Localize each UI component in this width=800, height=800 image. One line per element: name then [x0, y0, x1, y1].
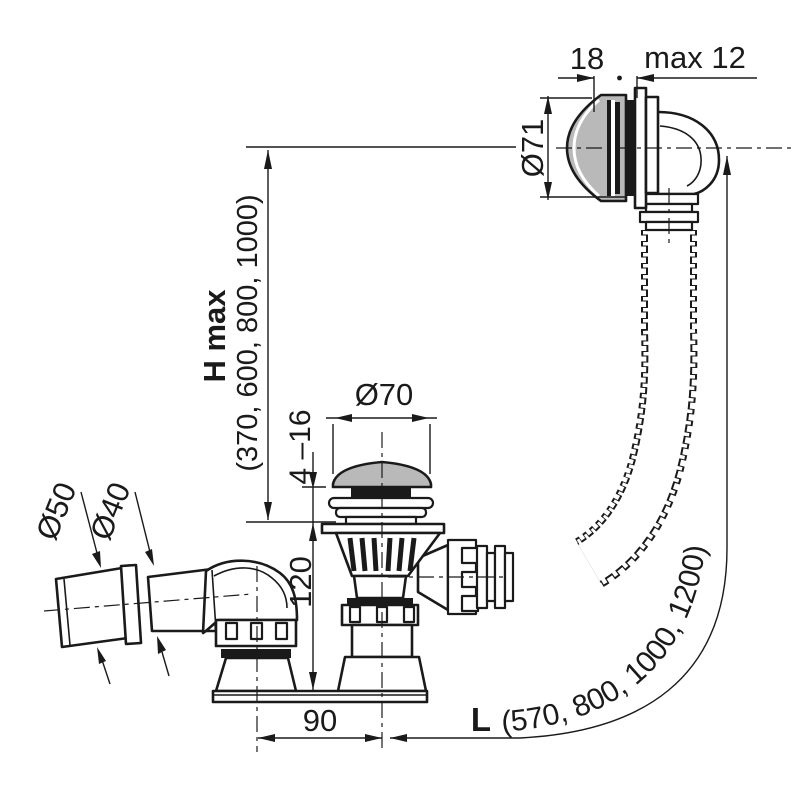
dim-d71-label: Ø71: [515, 119, 550, 178]
dimension-d70: Ø70: [326, 377, 437, 474]
dim-max12-label: max 12: [644, 40, 746, 75]
dim-d40-label: Ø40: [83, 477, 137, 544]
dim-hmax-values: (370, 600, 800, 1000): [232, 194, 264, 471]
overflow-assembly: [565, 86, 721, 232]
inlet-skirt: [214, 656, 298, 693]
dimension-90: 90: [258, 703, 382, 742]
dimension-120: 120: [283, 487, 318, 690]
dim-18-label: 18: [570, 41, 604, 76]
dim-d70-label: Ø70: [355, 377, 414, 412]
dim-L-name: L: [471, 701, 491, 738]
dimension-4-16: 4 –16: [284, 409, 326, 489]
centerlines: [43, 147, 792, 752]
outlet-pipe-assembly: [54, 559, 299, 693]
corrugated-hose: [573, 230, 698, 588]
dimension-d71: Ø71: [515, 96, 627, 200]
dimension-hmax: H max (370, 600, 800, 1000): [197, 146, 516, 523]
drain-flange: [320, 522, 446, 535]
dim-hmax-name: H max: [197, 289, 232, 383]
dim-120-label: 120: [283, 556, 318, 608]
dimension-max12: max 12: [636, 40, 757, 98]
dimension-18: 18: [558, 41, 622, 112]
dim-90-label: 90: [303, 703, 337, 738]
overflow-seal-plate: [644, 95, 660, 195]
base-plate: [211, 689, 429, 704]
drain-assembly: [320, 460, 446, 693]
dim-d50-label: Ø50: [29, 477, 83, 544]
dim-4-16-label: 4 –16: [284, 409, 317, 484]
